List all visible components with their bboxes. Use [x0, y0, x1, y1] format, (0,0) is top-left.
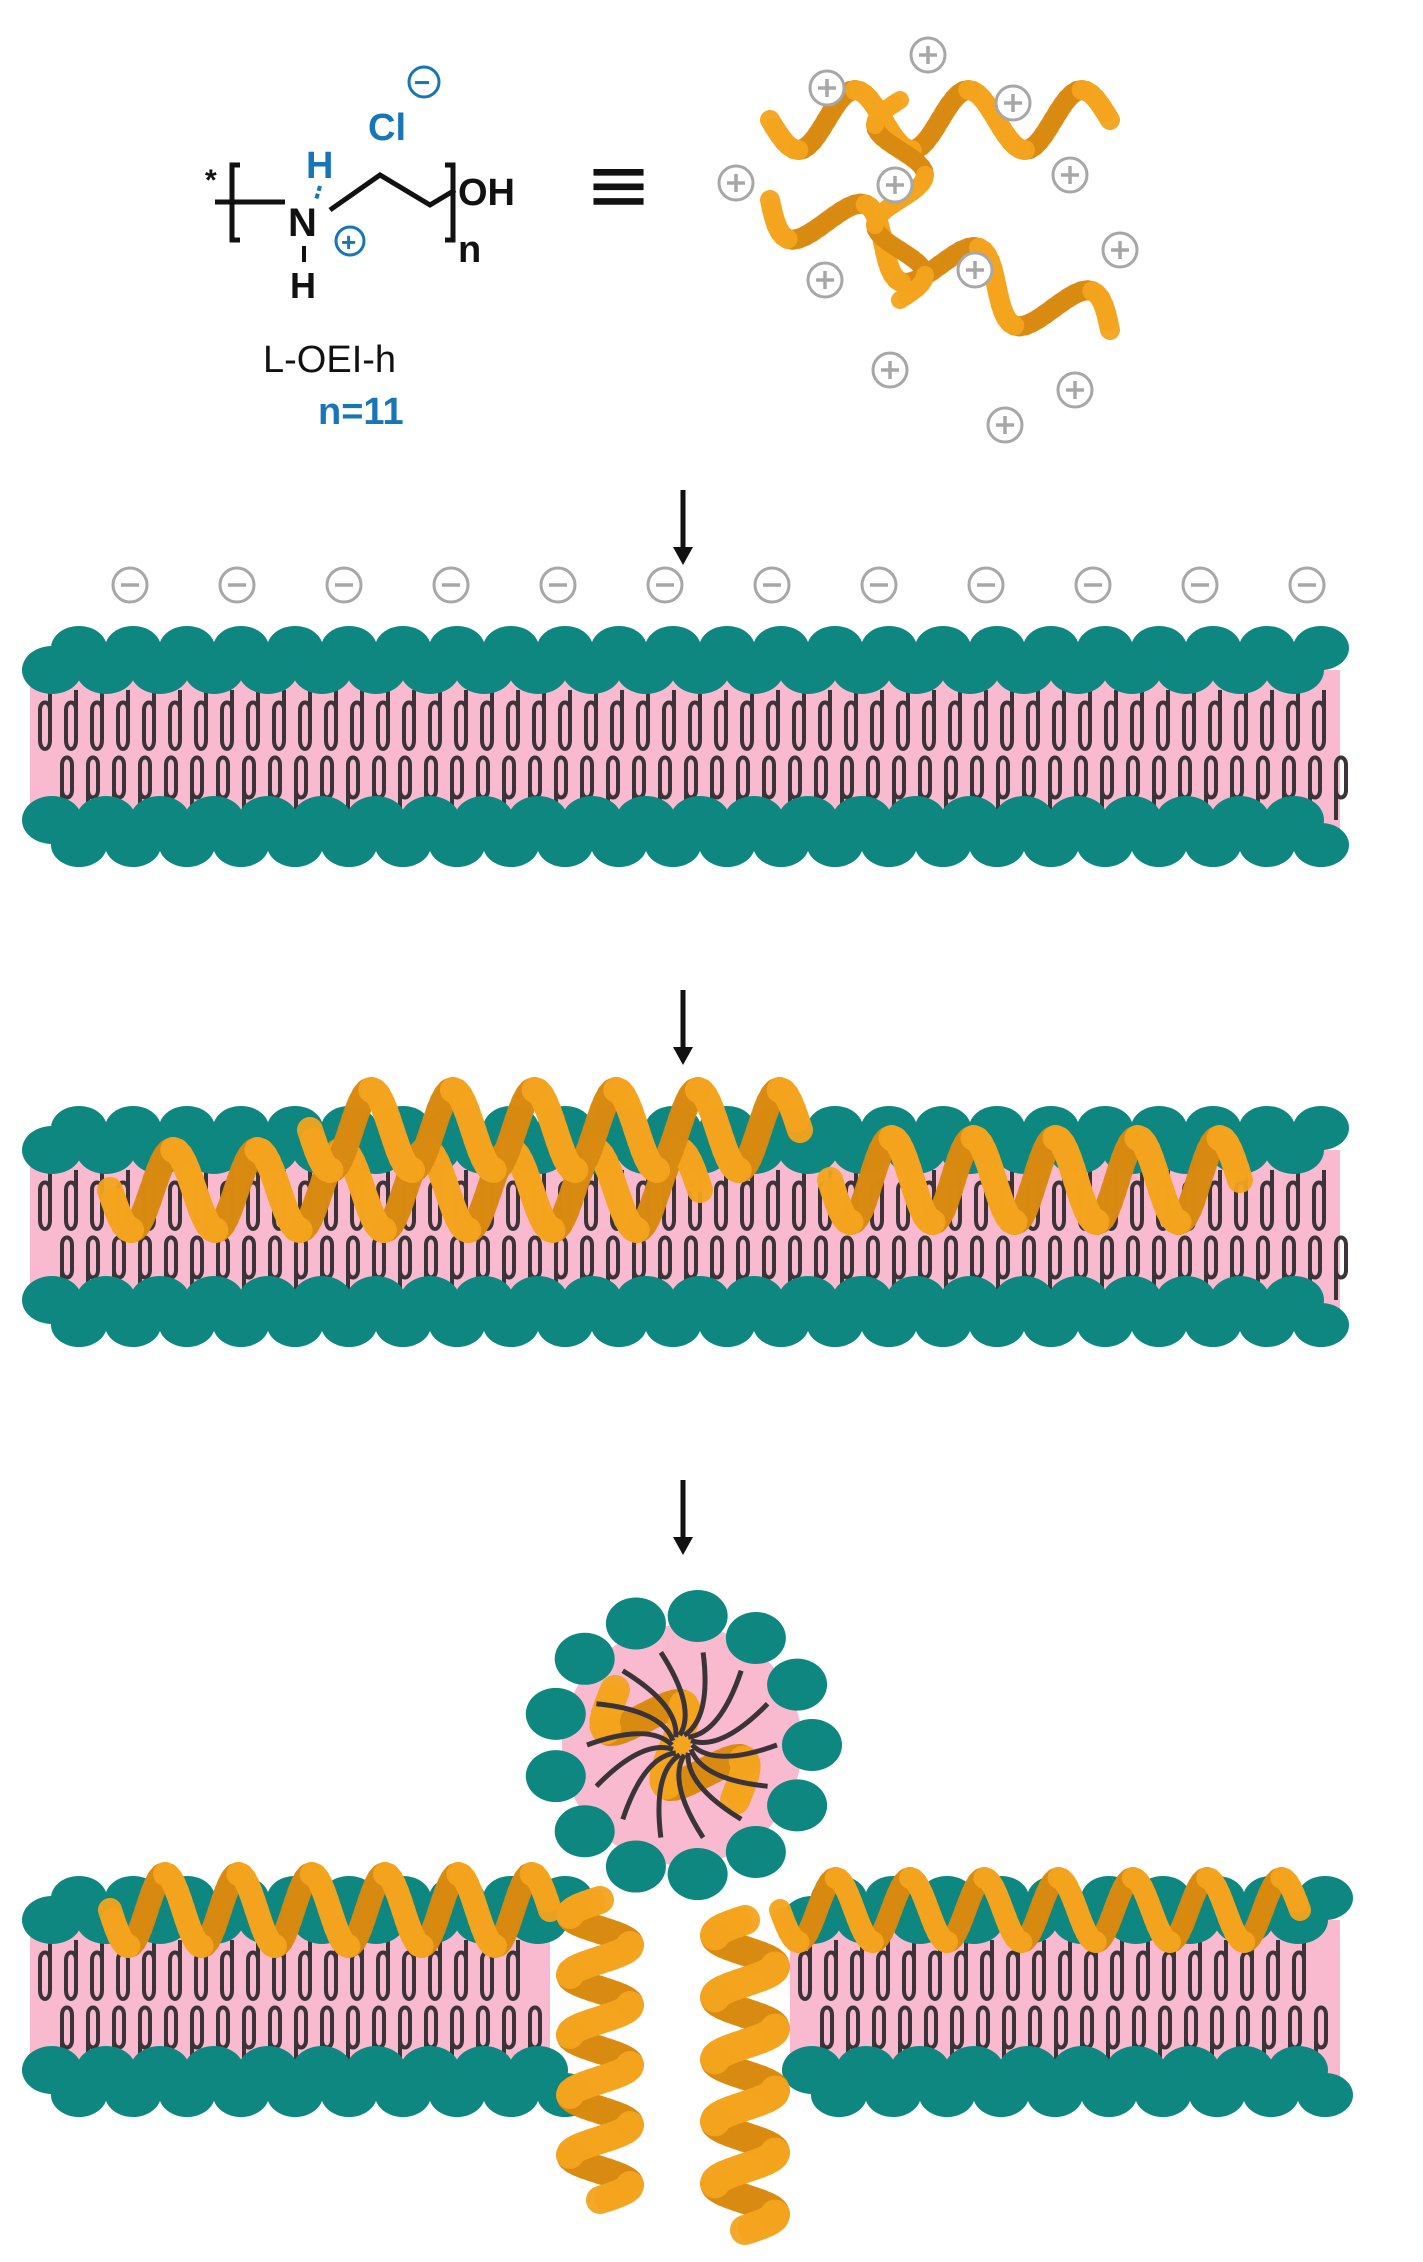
helix-peptide-icon — [760, 80, 1120, 160]
lipid-headgroups — [22, 626, 1349, 867]
structure-oh: OH — [458, 172, 515, 214]
micelle-tail — [687, 1669, 744, 1740]
structure-h-top: H — [306, 145, 333, 187]
helix-peptide-icon — [556, 1886, 644, 2214]
micelle-headgroup — [667, 1589, 728, 1642]
structure-n-value: n=11 — [318, 391, 404, 433]
minus-charge-icon — [1181, 566, 1219, 604]
positive-charges-cloud — [717, 36, 1139, 444]
structure-star: * — [205, 164, 217, 197]
plus-charge-icon — [1051, 156, 1089, 194]
structure-minus: − — [414, 67, 430, 98]
mixed-micelle — [525, 1589, 842, 1901]
micelle-tail — [682, 1652, 708, 1738]
structure-name: L-OEI-h — [263, 339, 396, 381]
plus-charge-icon — [806, 261, 844, 299]
micelle-tail — [688, 1748, 768, 1789]
micelle-tail — [658, 1651, 688, 1737]
chemical-structure: * H N + H OH n Cl − L-OEI-h n=11 ≡ — [205, 65, 652, 433]
lipid-bilayer-intact — [22, 626, 1349, 867]
micelle-headgroup — [554, 1632, 615, 1685]
minus-charge-icon — [860, 566, 898, 604]
plus-charge-icon — [1101, 231, 1139, 269]
micelle-headgroup — [525, 1687, 586, 1740]
equivalence-symbol: ≡ — [585, 138, 652, 231]
membrane-negative-charges — [111, 566, 1326, 604]
plus-charge-icon — [876, 166, 914, 204]
micelle-tail — [594, 1745, 674, 1788]
minus-charge-icon — [1074, 566, 1112, 604]
micelle-headgroup — [605, 1597, 666, 1650]
micelle-headgroup — [554, 1805, 615, 1858]
helix-peptide-icon — [817, 1125, 1253, 1235]
helix-peptide-icon — [297, 1077, 813, 1183]
structure-plus: + — [341, 227, 356, 257]
minus-charge-icon — [1288, 566, 1326, 604]
lipid-tails — [38, 1940, 542, 2070]
minus-charge-icon — [539, 566, 577, 604]
plus-charge-icon — [956, 251, 994, 289]
minus-charge-icon — [111, 566, 149, 604]
minus-charge-icon — [646, 566, 684, 604]
process-arrows — [673, 490, 693, 1555]
helix-peptide-icon — [700, 1905, 790, 2245]
micelle-headgroup — [725, 1825, 786, 1878]
micelle-tail — [676, 1753, 706, 1839]
plus-charge-icon — [808, 69, 846, 107]
plus-charge-icon — [717, 164, 755, 202]
structure-n-atom: N — [288, 201, 317, 245]
micelle-tail — [620, 1750, 677, 1821]
micelle-tail — [656, 1752, 682, 1838]
micelle-headgroup — [725, 1612, 786, 1665]
free-helix-peptide — [760, 80, 1120, 340]
micelle-tail — [690, 1742, 778, 1759]
structure-h-bottom: H — [290, 265, 316, 306]
micelle-tail — [586, 1731, 674, 1748]
plus-charge-icon — [871, 351, 909, 389]
minus-charge-icon — [967, 566, 1005, 604]
structure-cl: Cl — [368, 107, 406, 149]
down-arrow-icon — [673, 1480, 693, 1555]
helix-peptide-icon — [98, 1862, 562, 1958]
helix-peptide-icon — [866, 91, 934, 309]
micelle-headgroup — [667, 1848, 728, 1901]
micelle-tail — [685, 1752, 743, 1822]
lipid-bilayer-peptide-bound — [22, 1077, 1349, 1347]
micelle-headgroup — [782, 1719, 842, 1771]
lipid-bilayer-disrupted-right — [700, 1867, 1353, 2245]
plus-charge-icon — [1056, 371, 1094, 409]
minus-charge-icon — [325, 566, 363, 604]
structure-subscript-n: n — [458, 229, 481, 271]
micelle-headgroup — [605, 1840, 666, 1893]
micelle-headgroup — [767, 1658, 828, 1711]
minus-charge-icon — [432, 566, 470, 604]
lipid-tails — [798, 1940, 1328, 2070]
micelle-headgroup — [767, 1779, 828, 1832]
minus-charge-icon — [753, 566, 791, 604]
right-bracket — [445, 162, 456, 243]
plus-charge-icon — [909, 36, 947, 74]
lipid-bilayer-disrupted-left — [22, 1862, 644, 2214]
plus-charge-icon — [994, 84, 1032, 122]
micelle-tail — [596, 1701, 676, 1742]
down-arrow-icon — [673, 990, 693, 1065]
plus-charge-icon — [986, 406, 1024, 444]
micelle-headgroup — [525, 1750, 586, 1803]
micelle-tail — [621, 1668, 679, 1738]
minus-charge-icon — [218, 566, 256, 604]
micelle-tail — [690, 1702, 770, 1745]
down-arrow-icon — [673, 490, 693, 565]
helix-peptide-icon — [769, 1867, 1311, 1953]
